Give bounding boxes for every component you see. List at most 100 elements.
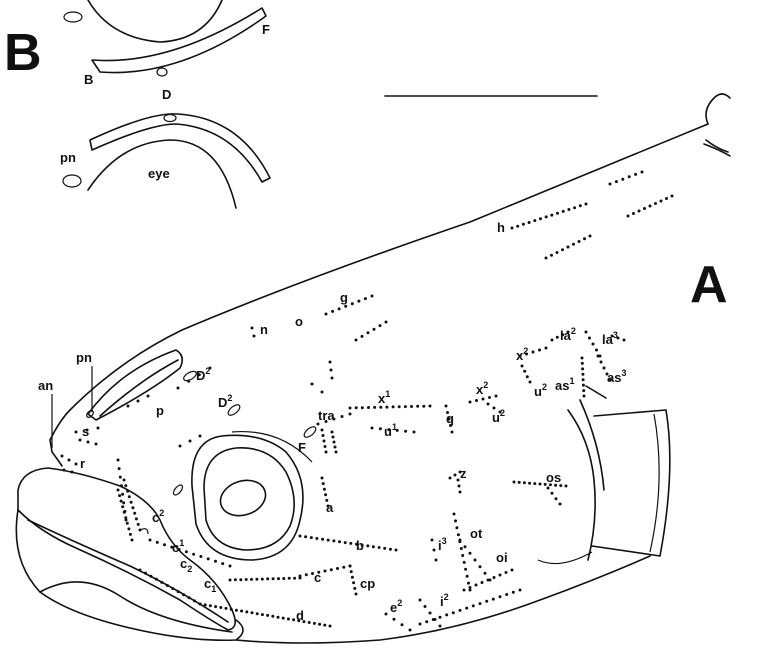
inset-pore-upper bbox=[64, 12, 82, 22]
inset-frontal-bone-upper bbox=[92, 8, 266, 73]
d-neuromast bbox=[329, 625, 332, 628]
x2-neuromast bbox=[488, 396, 491, 399]
os-neuromast bbox=[547, 487, 550, 490]
os-neuromast bbox=[555, 497, 558, 500]
fr-neuromast bbox=[117, 459, 120, 462]
inset-label-d: D bbox=[162, 87, 171, 102]
pectoral-fin-ray bbox=[650, 414, 659, 552]
c2-neuromast bbox=[127, 527, 130, 530]
a-neuromast bbox=[322, 482, 325, 485]
ventral-neuromast bbox=[512, 591, 515, 594]
label-e2: e2 bbox=[390, 598, 402, 615]
c2-neuromast bbox=[135, 517, 138, 520]
oi-neuromast bbox=[487, 579, 490, 582]
h-neuromast bbox=[545, 257, 548, 260]
ventral-neuromast bbox=[425, 620, 428, 623]
c-neuromast bbox=[272, 577, 275, 580]
cp-neuromast bbox=[349, 565, 352, 568]
label-x2-right: x2 bbox=[516, 346, 528, 363]
d-neuromast bbox=[160, 581, 163, 584]
as-neuromast bbox=[603, 367, 606, 370]
z-neuromast bbox=[459, 491, 462, 494]
d-neuromast bbox=[199, 603, 202, 606]
r-neuromast bbox=[75, 463, 78, 466]
ot-neuromast bbox=[459, 539, 462, 542]
x2-neuromast bbox=[482, 398, 485, 401]
c2-neuromast bbox=[123, 479, 126, 482]
d-neuromast bbox=[282, 617, 285, 620]
d-neuromast bbox=[256, 612, 259, 615]
q-neuromast bbox=[451, 431, 454, 434]
inset-label-pn: pn bbox=[60, 150, 76, 165]
b-neuromast bbox=[321, 538, 324, 541]
i3-neuromast bbox=[453, 513, 456, 516]
ventral-neuromast bbox=[472, 604, 475, 607]
d-neuromast bbox=[193, 599, 196, 602]
as-neuromast bbox=[582, 384, 585, 387]
ot-neuromast bbox=[469, 552, 472, 555]
fr-neuromast bbox=[123, 510, 126, 513]
g-neuromast bbox=[379, 324, 382, 327]
dorsal-fin-base bbox=[706, 94, 730, 124]
c1-neuromast bbox=[192, 553, 195, 556]
i3-neuromast bbox=[435, 559, 438, 562]
a-neuromast bbox=[321, 477, 324, 480]
p-neuromast bbox=[177, 387, 180, 390]
c-neuromast bbox=[266, 577, 269, 580]
label-i2: i2 bbox=[440, 592, 449, 609]
os-neuromast bbox=[523, 481, 526, 484]
x2r-neuromast bbox=[521, 365, 524, 368]
b-neuromast bbox=[310, 536, 313, 539]
d-neuromast bbox=[240, 610, 243, 613]
g-neuromast bbox=[355, 339, 358, 342]
h-neuromast bbox=[562, 210, 565, 213]
cp-neuromast bbox=[351, 576, 354, 579]
label-x1: x1 bbox=[378, 389, 390, 406]
tra-neuromast bbox=[333, 441, 336, 444]
c2-neuromast bbox=[117, 489, 120, 492]
g-neuromast bbox=[361, 335, 364, 338]
as-neuromast bbox=[583, 395, 586, 398]
label-x2-mid: x2 bbox=[476, 380, 488, 397]
i3-neuromast bbox=[454, 519, 457, 522]
supracleithrum bbox=[586, 386, 606, 398]
h-neuromast bbox=[615, 180, 618, 183]
dorsal-fin-base-lower2 bbox=[704, 144, 730, 156]
g-neuromast bbox=[373, 328, 376, 331]
x1-neuromast bbox=[398, 405, 401, 408]
i2-neuromast bbox=[419, 599, 422, 602]
d-neuromast bbox=[235, 609, 238, 612]
label-la2: la2 bbox=[560, 326, 576, 343]
as-neuromast bbox=[581, 367, 584, 370]
h-neuromast bbox=[528, 221, 531, 224]
x1-neuromast bbox=[355, 406, 358, 409]
g-neuromast bbox=[385, 321, 388, 324]
h-neuromast bbox=[671, 195, 674, 198]
os-neuromast bbox=[518, 481, 521, 484]
os-neuromast bbox=[551, 492, 554, 495]
neuromast-labels: h g n o an pn D2 D2 p s r tra F x1 u1 q … bbox=[38, 220, 626, 623]
c2-neuromast bbox=[124, 484, 127, 487]
tra-neuromast bbox=[332, 436, 335, 439]
label-b: b bbox=[356, 538, 364, 553]
h-neuromast bbox=[627, 215, 630, 218]
label-z: z bbox=[460, 466, 467, 481]
i3-neuromast bbox=[463, 561, 466, 564]
d-neuromast bbox=[214, 605, 217, 608]
ventral-neuromast bbox=[499, 595, 502, 598]
fr-neuromast bbox=[120, 484, 123, 487]
inset-b: B F B D pn eye bbox=[4, 0, 270, 208]
c2-neuromast bbox=[137, 523, 140, 526]
inset-frontal-bone-lower bbox=[90, 114, 270, 182]
la-neuromast bbox=[592, 343, 595, 346]
tra-neuromast bbox=[322, 434, 325, 437]
ot-neuromast bbox=[484, 572, 487, 575]
x2r-neuromast bbox=[529, 381, 532, 384]
c-neuromast bbox=[330, 568, 333, 571]
g-neuromast bbox=[338, 307, 341, 310]
ventral-neuromast bbox=[432, 618, 435, 621]
h-neuromast bbox=[660, 200, 663, 203]
cp-neuromast bbox=[355, 593, 358, 596]
label-c1: c1 bbox=[172, 538, 184, 555]
d-neuromast bbox=[188, 596, 191, 599]
